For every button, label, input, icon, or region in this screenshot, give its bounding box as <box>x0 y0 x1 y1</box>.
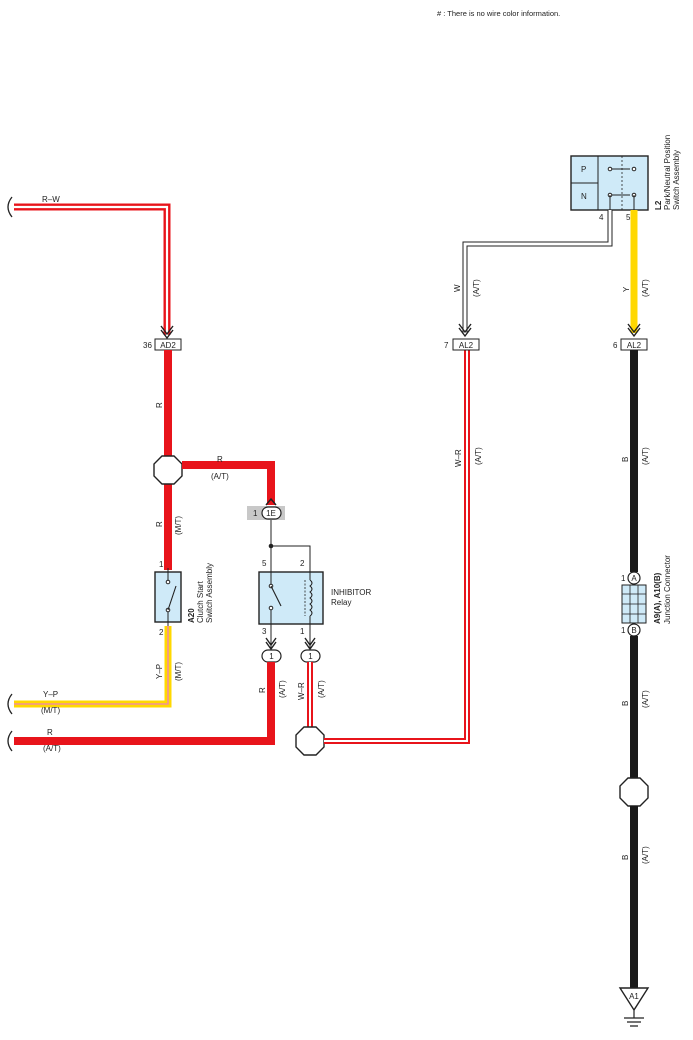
svg-text:5: 5 <box>262 559 267 568</box>
wire-label-b-2-at: (A/T) <box>641 690 650 708</box>
junction-connector: A 1 B 1 <box>621 571 647 637</box>
svg-text:1: 1 <box>300 627 305 636</box>
inhibitor-relay: 5 2 3 1 <box>258 559 324 636</box>
wire-label-b-3: B <box>621 855 630 860</box>
svg-text:4: 4 <box>599 213 604 222</box>
wire-label-yp-left: Y–P <box>43 690 58 699</box>
wire-label-r-relay: R <box>258 687 267 693</box>
svg-text:AL2: AL2 <box>459 341 474 350</box>
wire-label-y-at: (A/T) <box>641 279 650 297</box>
l2-name-2: Switch Assembly <box>672 150 681 210</box>
junction-name: Junction Connector <box>663 555 672 624</box>
splice-b <box>619 777 649 807</box>
a20-name-2: Switch Assembly <box>205 563 214 623</box>
wire-color-note: # : There is no wire color information. <box>437 9 560 18</box>
svg-text:1: 1 <box>269 652 274 661</box>
l2-code: L2 <box>654 200 663 210</box>
connector-al2-y: AL2 6 <box>613 338 648 351</box>
relay-name-1: INHIBITOR <box>331 588 372 597</box>
svg-text:1: 1 <box>621 574 626 583</box>
svg-text:1E: 1E <box>266 509 276 518</box>
svg-text:3: 3 <box>262 627 267 636</box>
wire-label-b-1-at: (A/T) <box>641 447 650 465</box>
svg-text:1: 1 <box>621 626 626 635</box>
wire-r-relay <box>14 662 275 745</box>
wire-label-r-relay-at: (A/T) <box>278 680 287 698</box>
clutch-start-switch: 1 2 <box>154 560 182 637</box>
wire-label-r-2-mt: (M/T) <box>174 516 183 535</box>
svg-text:N: N <box>581 192 587 201</box>
splice-wr <box>295 726 325 756</box>
wire-label-r-1: R <box>155 402 164 408</box>
relay-name-2: Relay <box>331 598 351 607</box>
wire-label-w-at: (A/T) <box>472 279 481 297</box>
svg-text:7: 7 <box>444 341 449 350</box>
wire-label-r-branch-at: (A/T) <box>211 472 229 481</box>
park-neutral-switch: P N 4 5 <box>570 155 649 222</box>
junction-code: A9(A), A10(B) <box>653 572 662 624</box>
svg-text:1: 1 <box>308 652 313 661</box>
wire-label-r-bottom-at: (A/T) <box>43 744 61 753</box>
a20-name-1: Clutch Start <box>196 580 205 623</box>
wire-label-r-branch: R <box>217 455 223 464</box>
svg-text:AL2: AL2 <box>627 341 642 350</box>
svg-text:2: 2 <box>159 628 164 637</box>
wire-label-r-2: R <box>155 521 164 527</box>
svg-text:2: 2 <box>300 559 305 568</box>
l2-name-1: Park/Neutral Position <box>663 135 672 210</box>
svg-text:AD2: AD2 <box>160 341 176 350</box>
wire-label-b-2: B <box>621 701 630 706</box>
wire-label-wr-relay: W–R <box>297 682 306 700</box>
svg-text:B: B <box>631 626 636 635</box>
wire-label-b-1: B <box>621 457 630 462</box>
wire-label-yp-left-mt: (M/T) <box>41 706 60 715</box>
svg-text:6: 6 <box>613 341 618 350</box>
ground-a1: A1 <box>618 987 650 1027</box>
splice-r <box>153 455 183 485</box>
wire-yp <box>14 626 172 708</box>
svg-text:1: 1 <box>253 509 258 518</box>
wire-label-wr-at: (A/T) <box>474 447 483 465</box>
wire-rw <box>7 196 174 340</box>
connector-ad2: AD2 36 <box>143 338 182 351</box>
wire-label-wr: W–R <box>454 449 463 467</box>
wire-r-branch <box>182 461 275 505</box>
wire-label-y: Y <box>622 286 631 292</box>
wire-w <box>462 210 613 333</box>
svg-text:A: A <box>631 574 637 583</box>
svg-text:P: P <box>581 165 586 174</box>
connector-1e: 1E 1 <box>247 497 285 520</box>
wire-label-yp-mt: (M/T) <box>174 662 183 681</box>
connector-al2-w: AL2 7 <box>444 338 480 351</box>
wire-label-w: W <box>453 284 462 292</box>
relay-connectors: 1 1 <box>261 624 321 663</box>
wire-label-b-3-at: (A/T) <box>641 846 650 864</box>
wire-label-rw: R–W <box>42 195 60 204</box>
wire-label-wr-relay-at: (A/T) <box>317 680 326 698</box>
svg-text:36: 36 <box>143 341 152 350</box>
svg-text:1: 1 <box>159 560 164 569</box>
svg-text:A1: A1 <box>629 992 639 1001</box>
a20-code: A20 <box>187 608 196 623</box>
svg-text:5: 5 <box>626 213 631 222</box>
wire-label-yp: Y–P <box>155 664 164 679</box>
wire-label-r-bottom: R <box>47 728 53 737</box>
